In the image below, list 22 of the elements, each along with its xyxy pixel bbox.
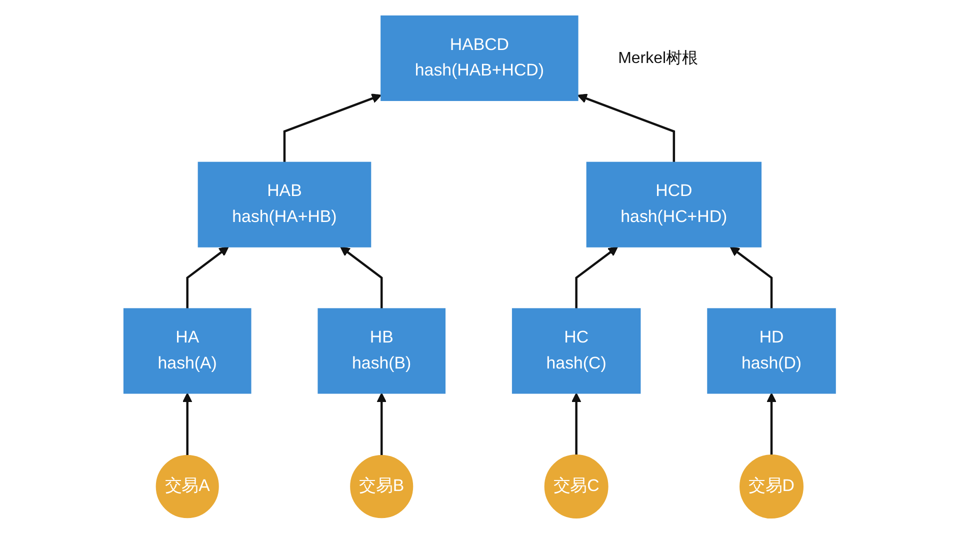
hash-box: HCD hash(HC+HD) (586, 162, 762, 248)
transaction-circle: 交易B (350, 455, 414, 518)
arrow (730, 246, 773, 309)
arrow (186, 246, 230, 309)
arrow (766, 392, 777, 456)
hash-box: HABCD hash(HAB+HCD) (380, 15, 579, 102)
arrow (572, 392, 582, 456)
node-caption: Merkel树根 (618, 49, 698, 70)
arrow (376, 392, 387, 456)
arrow (284, 94, 382, 162)
transaction-circle: 交易A (156, 455, 220, 518)
hash-box: HA hash(A) (124, 308, 252, 394)
arrow (182, 392, 193, 456)
transaction-circle: 交易D (740, 454, 804, 519)
hash-box: HD hash(D) (707, 308, 836, 394)
arrow (340, 246, 384, 309)
transaction-circle: 交易C (544, 454, 609, 519)
hash-box: HAB hash(HA+HB) (198, 162, 372, 248)
arrow (576, 246, 618, 309)
arrow (578, 94, 676, 162)
hash-box: HC hash(C) (512, 308, 642, 394)
hash-box: HB hash(B) (318, 308, 446, 394)
